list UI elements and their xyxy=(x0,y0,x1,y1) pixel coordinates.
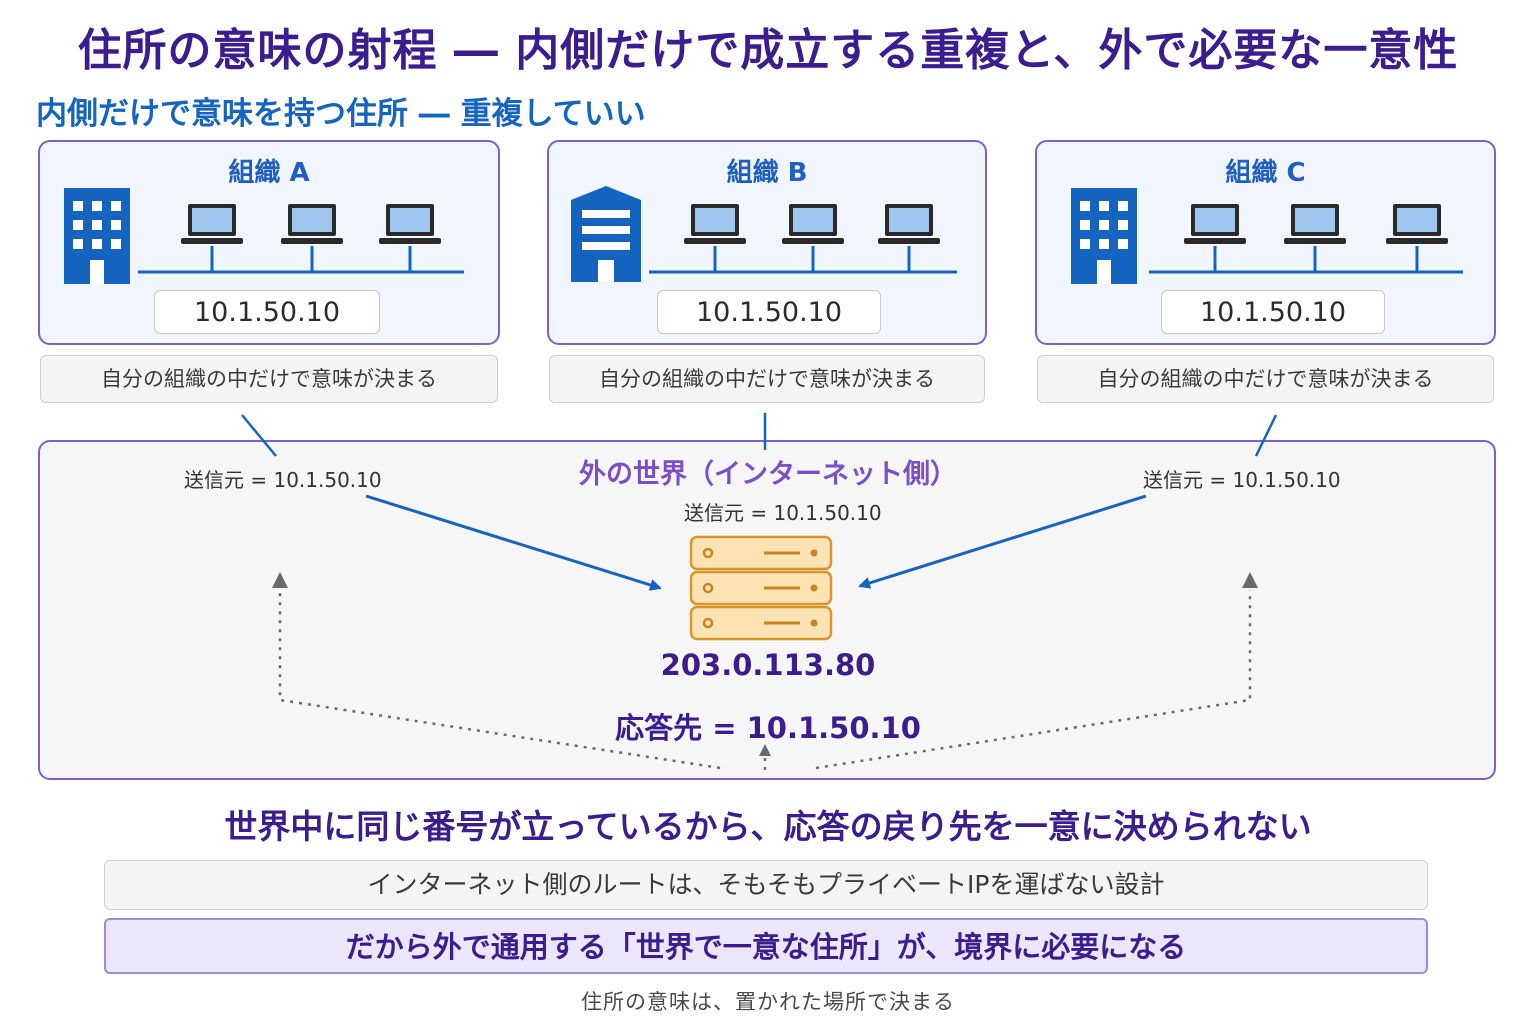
org-b-note: 自分の組織の中だけで意味が決まる xyxy=(549,355,985,403)
org-c-panel: 組織 C 10.1.50.10 xyxy=(1035,140,1496,345)
org-a-panel: 組織 A 10.1.50.10 xyxy=(38,140,500,345)
connector-line xyxy=(241,413,1278,457)
server-icon xyxy=(689,535,833,641)
org-c-note: 自分の組織の中だけで意味が決まる xyxy=(1037,355,1494,403)
source-label-center: 送信元 = 10.1.50.10 xyxy=(684,501,882,525)
reply-destination: 応答先 = 10.1.50.10 xyxy=(615,711,921,745)
lan-line xyxy=(649,246,957,274)
org-a-address: 10.1.50.10 xyxy=(154,290,380,334)
lan-line xyxy=(1149,246,1463,274)
source-label-left: 送信元 = 10.1.50.10 xyxy=(184,468,382,492)
server-address: 203.0.113.80 xyxy=(660,648,876,682)
footer-caption: 住所の意味は、置かれた場所で決まる xyxy=(581,990,955,1014)
lan-line xyxy=(138,246,464,274)
org-a-name: 組織 A xyxy=(228,158,310,188)
routing-note: インターネット側のルートは、そもそもプライベートIPを運ばない設計 xyxy=(104,860,1428,910)
org-c-name: 組織 C xyxy=(1225,158,1306,188)
page-title: 住所の意味の射程 ― 内側だけで成立する重複と、外で必要な一意性 xyxy=(77,25,1459,76)
conclusion-text: 世界中に同じ番号が立っているから、応答の戻り先を一意に決められない xyxy=(224,807,1312,846)
org-a-network xyxy=(64,188,464,284)
org-b-panel: 組織 B 10.1.50.10 xyxy=(547,140,987,345)
return-path xyxy=(278,590,1252,770)
return-arrowhead xyxy=(272,572,1258,756)
org-b-address: 10.1.50.10 xyxy=(657,290,881,334)
internet-title: 外の世界（インターネット側） xyxy=(579,459,957,490)
org-c-network xyxy=(1071,188,1463,284)
org-c-address: 10.1.50.10 xyxy=(1161,290,1385,334)
source-arrow xyxy=(365,494,1147,591)
org-b-network xyxy=(571,186,957,282)
org-b-name: 組織 B xyxy=(726,158,808,188)
highlight-message: だから外で通用する「世界で一意な住所」が、境界に必要になる xyxy=(104,918,1428,974)
section-subtitle: 内側だけで意味を持つ住所 ― 重複していい xyxy=(36,96,646,132)
source-label-right: 送信元 = 10.1.50.10 xyxy=(1143,468,1341,492)
org-a-note: 自分の組織の中だけで意味が決まる xyxy=(40,355,498,403)
